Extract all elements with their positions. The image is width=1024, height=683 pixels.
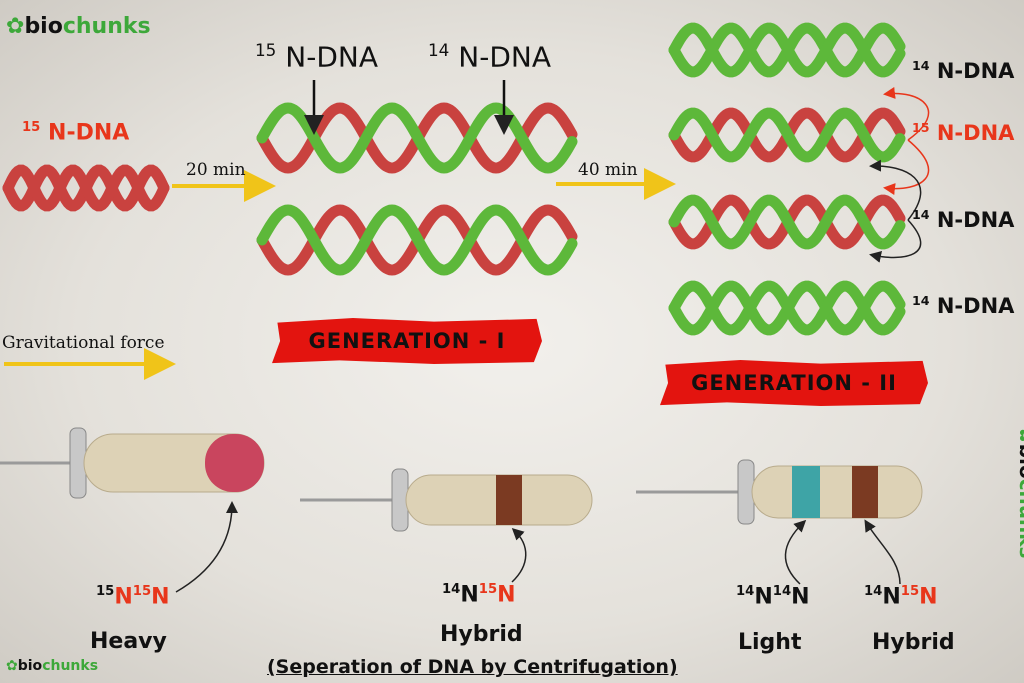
tube-1-band-label: 15N15N (96, 584, 170, 610)
gen1-light-label: 14 N-DNA (428, 40, 551, 74)
step2-time-label: 40 min (578, 160, 638, 180)
gen2-helix-2-strand-b (668, 107, 906, 163)
caption: (Seperation of DNA by Centrifugation) (267, 656, 678, 678)
gen2-label-3: 14 N-DNA (912, 207, 1015, 232)
tube-3-hybrid-pointer (864, 519, 901, 585)
start-dna-label: 15 N-DNA (22, 120, 130, 146)
gen2-helix-1-strand-b (668, 22, 906, 78)
tube-3-body (751, 465, 923, 519)
tube-4-name: Hybrid (872, 630, 955, 655)
tube-1-pointer (175, 501, 238, 593)
gen2-label-1: 14 N-DNA (912, 58, 1015, 83)
gen2-red-pointer-down (883, 139, 930, 196)
tube-1-band-1 (205, 434, 264, 492)
gen2-helix-3-strand-b (668, 194, 906, 250)
tube-4-band-label: 14N15N (864, 584, 938, 610)
tube-1-name: Heavy (90, 629, 167, 654)
gen2-helix-4-strand-b (668, 280, 906, 336)
gen1-helix-top-strand-b (256, 102, 578, 174)
tube-3-light-pointer (784, 519, 807, 585)
gen1-heavy-label: 15 N-DNA (255, 40, 378, 74)
tube-2-pointer (511, 527, 527, 583)
generation-1-banner: GENERATION - I (272, 318, 542, 364)
start-dna-helix-strand-b (2, 164, 170, 212)
tube-2-band-label: 14N15N (442, 582, 516, 608)
logo-top-left: ✿biochunks (6, 14, 151, 39)
tube-3-band-label: 14N14N (736, 584, 810, 610)
step1-time-label: 20 min (186, 160, 246, 180)
tube-3-band-1 (792, 466, 820, 518)
generation-2-banner: GENERATION - II (660, 360, 928, 406)
gen1-helix-bottom-strand-b (256, 204, 578, 276)
gen2-red-pointer-up (883, 86, 930, 141)
gen2-label-4: 14 N-DNA (912, 293, 1015, 318)
gen2-black-pointer-up (869, 159, 922, 221)
tube-3-name: Light (738, 630, 802, 655)
logo-bottom-left: ✿biochunks (6, 658, 99, 674)
gravitational-force-label: Gravitational force (2, 333, 165, 353)
tube-2-name: Hybrid (440, 622, 523, 647)
tube-3-band-2 (852, 466, 878, 518)
gen2-label-2: 15 N-DNA (912, 120, 1015, 145)
tube-2-band-1 (496, 475, 522, 525)
gen2-black-pointer-down (869, 219, 922, 263)
